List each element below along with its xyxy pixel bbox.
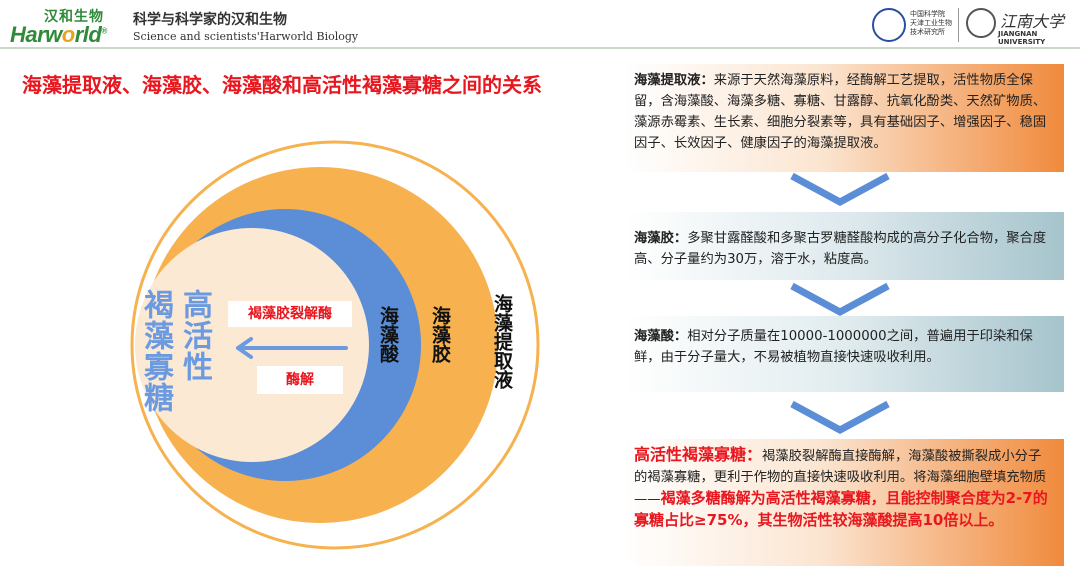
- alginic-acid-description: 海藻酸：相对分子质量在10000-1000000之间，普遍用于印染和保鲜，由于分…: [624, 316, 1064, 392]
- cas-institute-name: 中国科学院 天津工业生物 技术研究所: [910, 10, 952, 36]
- enzymolysis-tag: 酶解: [257, 366, 343, 394]
- alginate-gum-description: 海藻胶：多聚甘露醛酸和多聚古罗糖醛酸构成的高分子化合物，聚合度高、分子量约为30…: [624, 212, 1064, 280]
- logo-registered-mark: ®: [101, 26, 107, 36]
- oligosaccharide-text: 褐藻胶裂解酶直接酶解，海藻酸被撕裂成小分子的褐藻寡糖，更利于作物的直接快速吸收利…: [634, 449, 1047, 507]
- logo-chinese: 汉和生物: [44, 9, 104, 25]
- extract-term: 海藻提取液：: [634, 73, 714, 88]
- enzyme-tag: 褐藻胶裂解酶: [228, 301, 352, 327]
- logo-english: Harworld®: [10, 22, 107, 48]
- logo-text-part: Harw: [10, 22, 62, 47]
- core-label-line2: 褐藻寡糖: [138, 289, 173, 413]
- alginic-acid-text: 相对分子质量在10000-1000000之间，普遍用于印染和保鲜，由于分子量大，…: [634, 329, 1033, 365]
- jiangnan-emblem-icon: [966, 8, 996, 38]
- alginate-gum-text: 多聚甘露醛酸和多聚古罗糖醛酸构成的高分子化合物，聚合度高、分子量约为30万，溶于…: [634, 231, 1047, 267]
- extract-description: 海藻提取液：来源于天然海藻原料，经酶解工艺提取，活性物质全保留，含海藻酸、海藻多…: [624, 64, 1064, 172]
- logo-text-part: rld: [74, 22, 102, 47]
- oligosaccharide-description: 高活性褐藻寡糖：褐藻胶裂解酶直接酶解，海藻酸被撕裂成小分子的褐藻寡糖，更利于作物…: [624, 439, 1064, 566]
- oligosaccharide-core: [135, 228, 369, 462]
- alginate-gum-term: 海藻胶：: [634, 231, 688, 246]
- enzymolysis-arrow: [236, 337, 348, 359]
- alginate-gum-label: 海藻胶: [429, 306, 451, 363]
- page-title: 海藻提取液、海藻胶、海藻酸和高活性褐藻寡糖之间的关系: [22, 73, 542, 97]
- header-divider: [0, 47, 1080, 49]
- divider: [958, 8, 959, 42]
- extract-text: 来源于天然海藻原料，经酶解工艺提取，活性物质全保留，含海藻酸、海藻多糖、寡糖、甘…: [634, 73, 1047, 151]
- cas-emblem-icon: [872, 8, 906, 42]
- chevron-down-icon: [790, 282, 890, 316]
- alginic-acid-term: 海藻酸：: [634, 329, 688, 344]
- logo-text-part: o: [61, 22, 75, 47]
- jiangnan-name-cn: 江南大学: [1000, 12, 1065, 31]
- alginic-acid-label: 海藻酸: [377, 306, 399, 363]
- slogan-english: Science and scientists'Harworld Biology: [133, 30, 359, 43]
- chevron-down-icon: [790, 172, 890, 206]
- chevron-down-icon: [790, 400, 890, 434]
- slogan-chinese: 科学与科学家的汉和生物: [133, 12, 287, 28]
- relationship-diagram: [130, 140, 540, 550]
- jiangnan-name-en: JIANGNAN UNIVERSITY: [998, 30, 1046, 46]
- oligosaccharide-highlight: 褐藻多糖酶解为高活性褐藻寡糖，且能控制聚合度为2-7的寡糖占比≥75%，其生物活…: [634, 489, 1048, 529]
- core-label-line1: 高活性: [177, 289, 212, 382]
- oligosaccharide-term: 高活性褐藻寡糖：: [634, 445, 763, 464]
- extract-label: 海藻提取液: [491, 294, 513, 389]
